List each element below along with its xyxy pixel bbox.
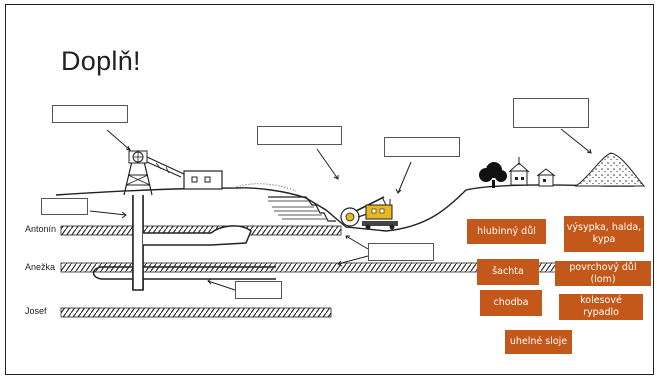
- word-sachta[interactable]: šachta: [477, 259, 539, 285]
- word-vysypka[interactable]: výsypka, halda, kypa: [564, 216, 644, 252]
- mining-illustration: [6, 5, 654, 375]
- blank-headframe[interactable]: [52, 105, 128, 123]
- bucket-wheel-excavator: [341, 197, 398, 230]
- word-hlubinny-dul[interactable]: hlubinný důl: [467, 219, 546, 244]
- slide: Doplň!: [5, 4, 654, 375]
- shaft: [133, 195, 143, 290]
- word-kolesove-rypadlo[interactable]: kolesové rypadlo: [559, 294, 643, 320]
- seam-label-josef: Josef: [25, 306, 47, 316]
- blank-shaft[interactable]: [41, 198, 88, 215]
- blank-seam[interactable]: [368, 243, 434, 261]
- seam-label-anezka: Anežka: [25, 262, 55, 272]
- spoil-heap: [576, 153, 644, 186]
- word-povrchovy-dul[interactable]: povrchový důl (lom): [555, 261, 651, 286]
- blank-excavator[interactable]: [384, 137, 460, 157]
- open-pit-terraces: [268, 197, 336, 221]
- word-chodba[interactable]: chodba: [480, 290, 542, 316]
- mine-building: [184, 171, 222, 189]
- seam-label-antonin: Antonín: [25, 224, 56, 234]
- blank-open-pit[interactable]: [257, 126, 342, 145]
- blank-spoil-heap[interactable]: [513, 98, 589, 128]
- trees: [479, 162, 507, 188]
- blank-corridor[interactable]: [235, 281, 282, 299]
- seam-josef: [61, 308, 331, 317]
- word-uhelne-sloje[interactable]: uhelné sloje: [505, 330, 572, 354]
- village-houses: [509, 157, 555, 186]
